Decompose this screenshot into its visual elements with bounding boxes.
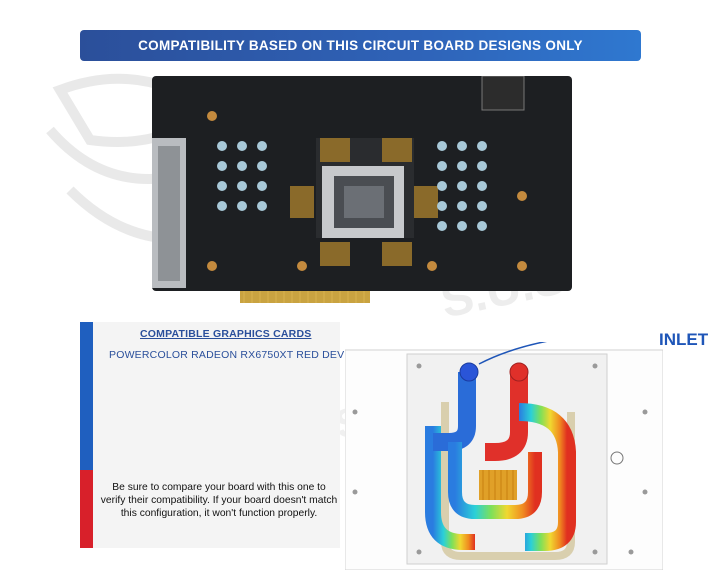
compatible-cards-heading: COMPATIBLE GRAPHICS CARDS <box>140 328 312 340</box>
compatibility-warning: Be sure to compare your board with this … <box>100 482 338 519</box>
compatibility-banner: COMPATIBILITY BASED ON THIS CIRCUIT BOAR… <box>80 30 641 61</box>
inlet-label: INLET <box>659 330 709 349</box>
compatible-card-item: POWERCOLOR RADEON RX6750XT RED DEVIL <box>109 349 354 361</box>
circuit-board-image <box>152 76 572 303</box>
accent-bar-red <box>80 470 93 548</box>
accent-bar-blue <box>80 322 93 470</box>
compatibility-panel <box>80 322 340 548</box>
water-block-diagram <box>345 342 663 570</box>
